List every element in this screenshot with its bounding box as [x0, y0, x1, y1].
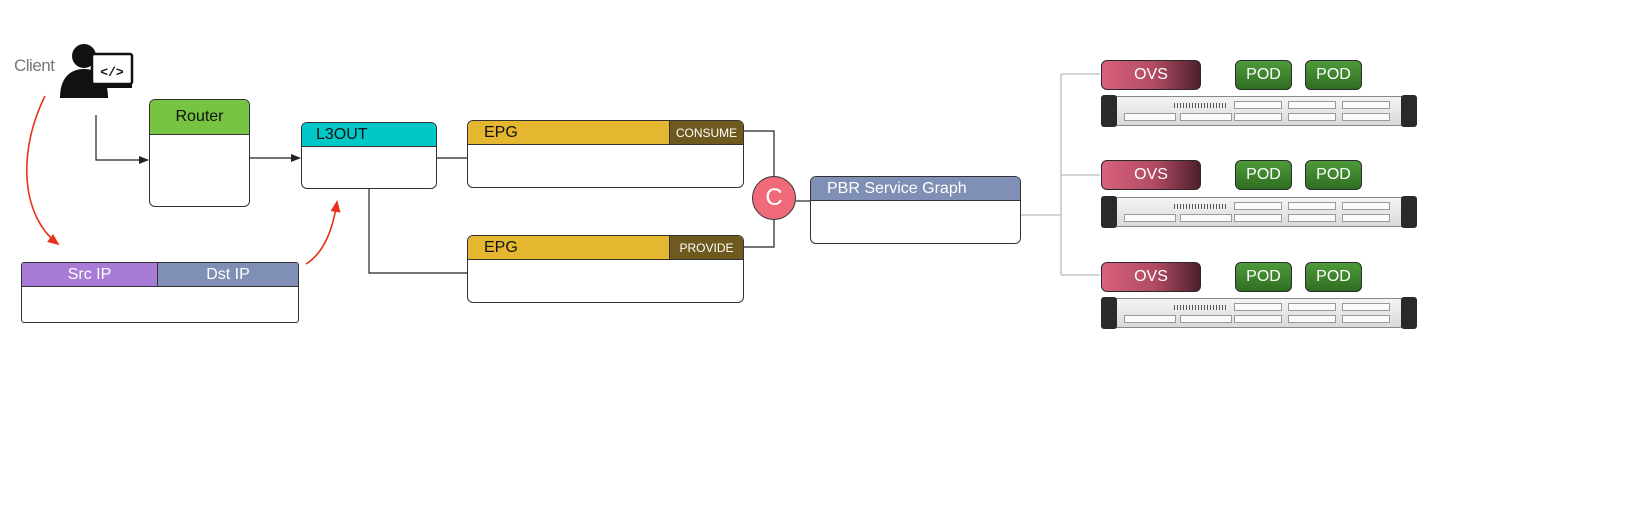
- consume-tag: CONSUME: [669, 121, 743, 144]
- packet-header-box[interactable]: Src IP Dst IP: [21, 262, 299, 323]
- server-rack-1: [1101, 95, 1417, 127]
- src-ip-field: Src IP: [22, 263, 158, 286]
- svg-text:</>: </>: [100, 65, 124, 80]
- dst-ip-label: Dst IP: [206, 265, 250, 283]
- epg-consume-header: EPG CONSUME: [468, 121, 743, 145]
- client-label: Client: [14, 56, 55, 75]
- server-rack-2: [1101, 196, 1417, 228]
- provide-tag: PROVIDE: [669, 236, 743, 259]
- pod-button-1b[interactable]: POD: [1305, 60, 1362, 90]
- ovs-button-3[interactable]: OVS: [1101, 262, 1201, 292]
- packet-fields-row: Src IP Dst IP: [22, 263, 298, 287]
- epg-provide-header: EPG PROVIDE: [468, 236, 743, 260]
- pod-button-2a[interactable]: POD: [1235, 160, 1292, 190]
- router-node[interactable]: Router: [149, 99, 250, 207]
- l3out-epg-provide-link: [368, 189, 468, 274]
- graph-fanout-lines: [1020, 73, 1100, 276]
- contract-label: C: [765, 184, 783, 211]
- contract-circle[interactable]: C: [752, 176, 796, 220]
- pod-button-2b[interactable]: POD: [1305, 160, 1362, 190]
- pbr-service-graph-label: PBR Service Graph: [827, 179, 967, 197]
- dst-ip-field: Dst IP: [158, 263, 298, 286]
- pod-button-3b[interactable]: POD: [1305, 262, 1362, 292]
- pod-button-1a[interactable]: POD: [1235, 60, 1292, 90]
- router-label: Router: [175, 108, 224, 125]
- flow-arrow-packet-to-l3out: [305, 200, 341, 265]
- router-header: Router: [150, 100, 249, 135]
- epg-provide-label: EPG: [484, 238, 518, 256]
- client-developer-icon: </>: [60, 44, 134, 98]
- src-ip-label: Src IP: [67, 265, 112, 283]
- consume-contract-link: [743, 130, 775, 176]
- l3out-node[interactable]: L3OUT: [301, 122, 437, 189]
- server-rack-3: [1101, 297, 1417, 329]
- flow-arrow-client-to-packet: [26, 95, 60, 246]
- epg-provide-node[interactable]: EPG PROVIDE: [467, 235, 744, 303]
- l3out-label: L3OUT: [316, 125, 368, 143]
- pod-button-3a[interactable]: POD: [1235, 262, 1292, 292]
- provide-contract-link: [743, 220, 775, 248]
- ovs-button-1[interactable]: OVS: [1101, 60, 1201, 90]
- pbr-service-graph-node[interactable]: PBR Service Graph: [810, 176, 1021, 244]
- l3out-header: L3OUT: [302, 123, 436, 147]
- client-router-link: [95, 115, 149, 164]
- epg-consume-node[interactable]: EPG CONSUME: [467, 120, 744, 188]
- epg-consume-label: EPG: [484, 123, 518, 141]
- pbr-service-graph-header: PBR Service Graph: [811, 177, 1020, 201]
- ovs-button-2[interactable]: OVS: [1101, 160, 1201, 190]
